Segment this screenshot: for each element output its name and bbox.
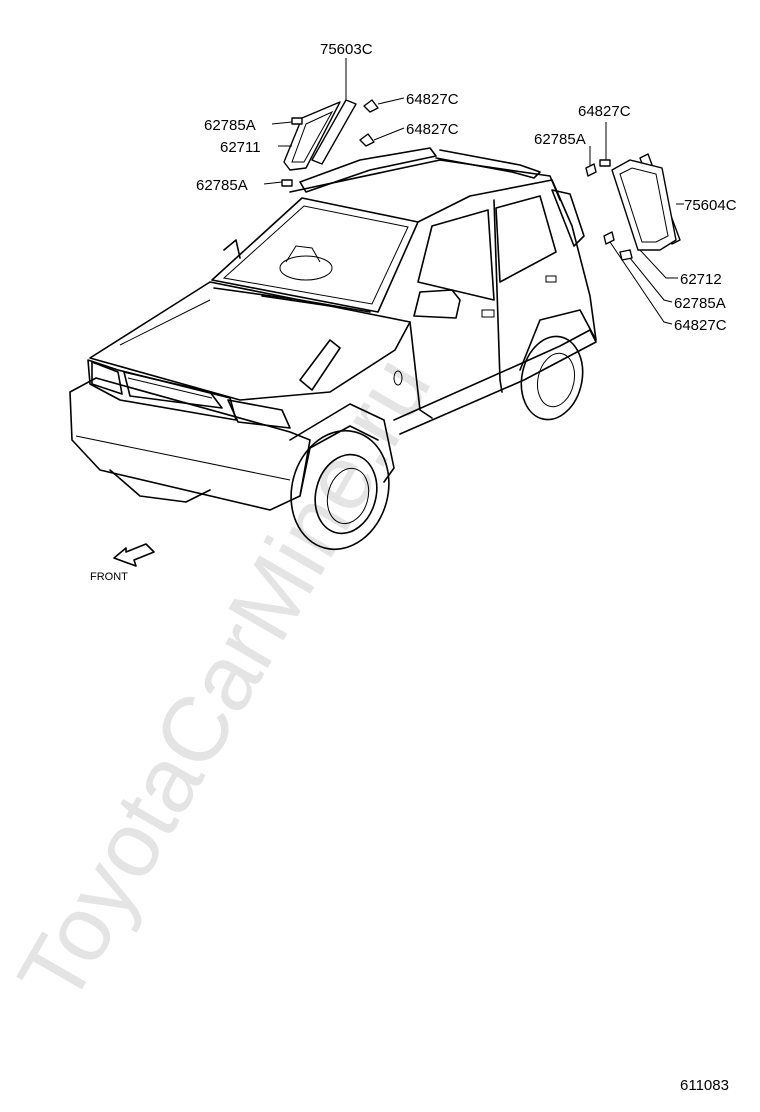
part-62712 <box>611 159 677 251</box>
label-64827c-b: 64827C <box>406 121 459 138</box>
label-62711: 62711 <box>220 139 261 156</box>
clip-62785a-lower <box>281 179 293 187</box>
diagram-id: 611083 <box>680 1077 729 1094</box>
label-75603c: 75603C <box>320 41 373 58</box>
label-64827c-a: 64827C <box>406 91 459 108</box>
front-label: FRONT <box>90 571 128 583</box>
label-64827c-d: 64827C <box>674 317 727 334</box>
clip-62785a-upper <box>291 117 303 125</box>
clip-62785a-c <box>585 163 597 177</box>
label-75604c: 75604C <box>684 197 737 214</box>
label-62785a-a: 62785A <box>204 117 256 134</box>
clip-64827c-a <box>363 99 379 113</box>
vehicle-drawing <box>69 147 597 551</box>
clip-62785a-d <box>619 249 633 261</box>
clip-64827c-c <box>599 159 611 167</box>
label-62785a-c: 62785A <box>534 131 586 148</box>
label-64827c-c: 64827C <box>578 103 631 120</box>
part-75603c <box>311 99 357 165</box>
front-arrow-icon <box>113 543 155 567</box>
watermark: ToyotaCarMine.ru <box>0 340 450 1020</box>
part-62711 <box>283 101 341 171</box>
clip-64827c-d <box>603 231 615 245</box>
label-62712: 62712 <box>680 271 722 288</box>
label-62785a-b: 62785A <box>196 177 248 194</box>
label-62785a-d: 62785A <box>674 295 726 312</box>
clip-64827c-b <box>359 133 375 147</box>
